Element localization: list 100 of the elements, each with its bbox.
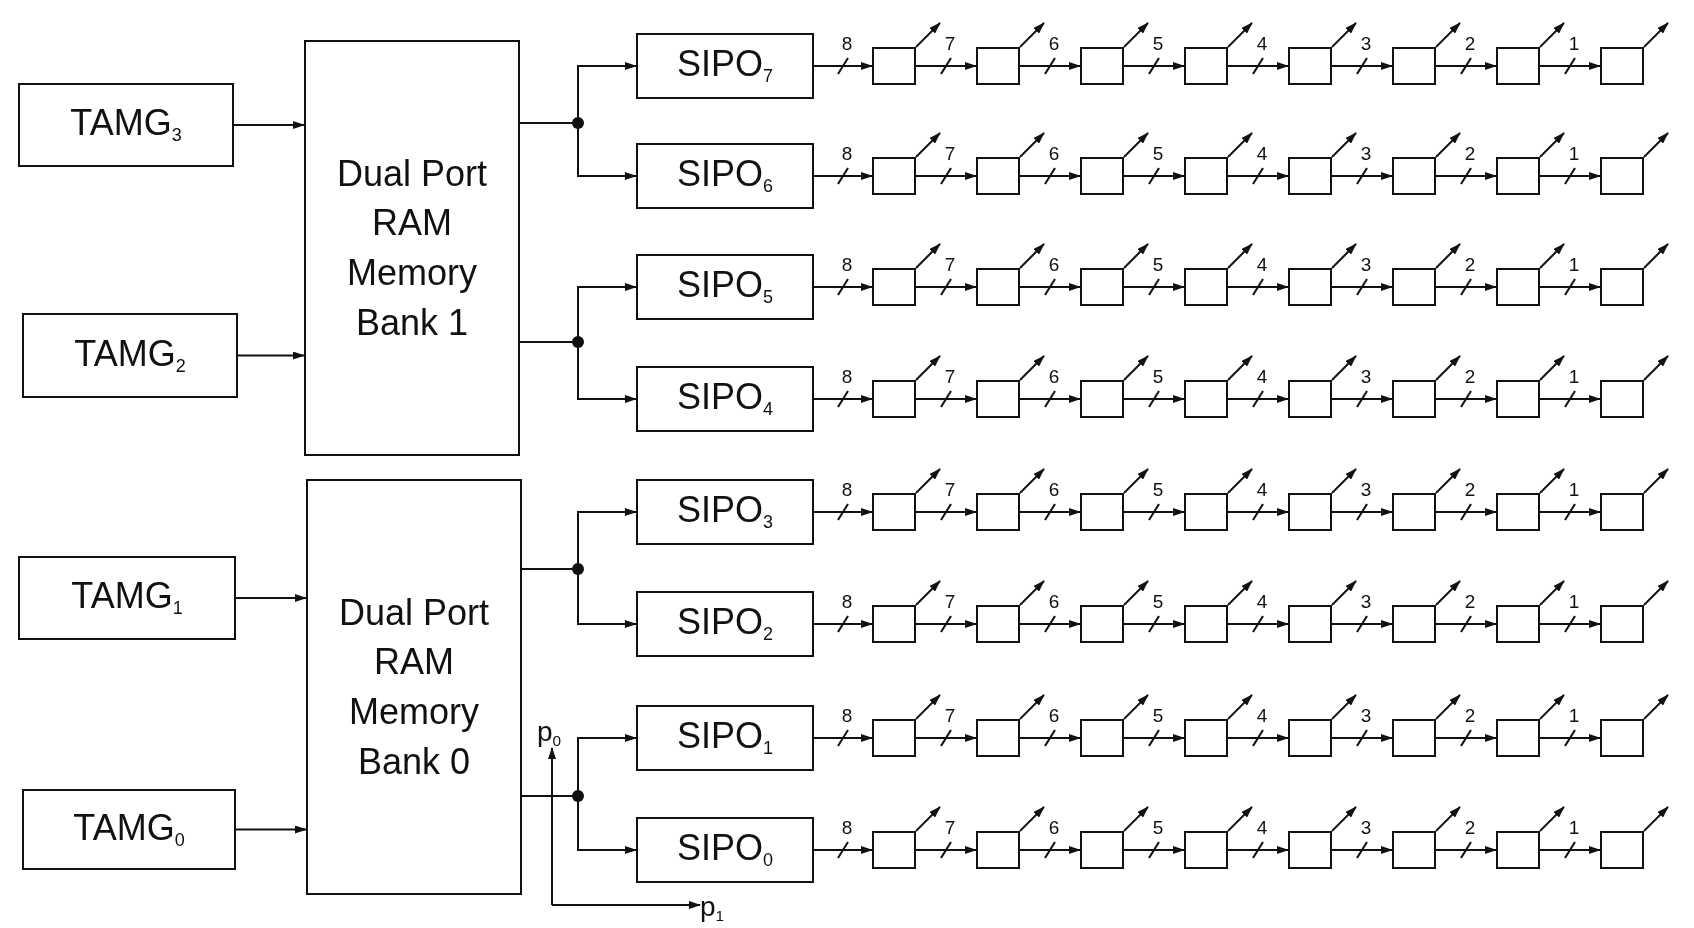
arrow [1227, 395, 1289, 403]
arrow [1539, 734, 1601, 742]
register-cell [976, 380, 1020, 418]
arrow [1539, 395, 1601, 403]
edge-label: 7 [943, 592, 957, 611]
output-arrow [1123, 22, 1149, 48]
arrow [1123, 172, 1185, 180]
edge-label: 4 [1255, 818, 1269, 837]
output-arrow [915, 355, 941, 381]
shift-register-box [636, 143, 814, 209]
arrow [1019, 620, 1081, 628]
output-arrow [1331, 580, 1357, 606]
edge-label: 5 [1151, 818, 1165, 837]
generator-box [18, 556, 236, 640]
register-cell [1392, 493, 1436, 531]
arrow [1227, 62, 1289, 70]
arrow [813, 395, 873, 403]
edge-label: 3 [1359, 255, 1373, 274]
edge-label: 5 [1151, 706, 1165, 725]
output-arrow [1435, 243, 1461, 269]
output-arrow [1331, 243, 1357, 269]
edge-label: 8 [840, 706, 854, 725]
shift-register-box [636, 479, 814, 545]
box-label: SIPO$_{3}$ [675, 492, 774, 532]
edge-label: 5 [1151, 480, 1165, 499]
arrow [915, 395, 977, 403]
box-label: TAMG$_{2}$ [73, 335, 187, 376]
output-arrow [1331, 132, 1357, 158]
register-cell [1080, 831, 1124, 869]
output-arrow [1123, 355, 1149, 381]
output-arrow [1539, 468, 1565, 494]
arrow [1539, 172, 1601, 180]
arrow [1331, 395, 1393, 403]
output-arrow [1123, 132, 1149, 158]
register-cell [1600, 47, 1644, 85]
edge-label: 4 [1255, 367, 1269, 386]
edge-label: 1 [1567, 818, 1581, 837]
edge-label: 2 [1463, 818, 1477, 837]
shift-register-box [636, 33, 814, 99]
edge-label: 5 [1151, 144, 1165, 163]
edge-label: 2 [1463, 34, 1477, 53]
edge-label: 5 [1151, 34, 1165, 53]
output-arrow [1019, 132, 1045, 158]
edge-label: 2 [1463, 706, 1477, 725]
edge-label: 6 [1047, 818, 1061, 837]
register-cell [1080, 47, 1124, 85]
arrow [1019, 395, 1081, 403]
register-cell [1288, 47, 1332, 85]
output-arrow [1227, 468, 1253, 494]
box-label: TAMG$_{3}$ [69, 105, 183, 145]
edge-label: 7 [943, 255, 957, 274]
shift-register-box [636, 591, 814, 657]
edge-label: 5 [1151, 592, 1165, 611]
arrow [235, 594, 307, 602]
edge-label: 2 [1463, 592, 1477, 611]
register-cell [1392, 719, 1436, 757]
register-cell [1184, 605, 1228, 643]
edge-label: 8 [840, 255, 854, 274]
edge-label: 3 [1359, 367, 1373, 386]
output-arrow [1019, 22, 1045, 48]
edge-label: 6 [1047, 706, 1061, 725]
box-label: TAMG$_{0}$ [72, 809, 186, 850]
edge-label: 4 [1255, 34, 1269, 53]
arrow [1227, 846, 1289, 854]
arrow [1539, 62, 1601, 70]
edge-label: 7 [943, 367, 957, 386]
register-cell [1080, 268, 1124, 306]
memory-bank-box [304, 40, 520, 456]
arrow [813, 508, 873, 516]
box-label: Dual Port RAM Memory Bank 1 [335, 151, 489, 345]
arrow [233, 121, 305, 129]
output-arrow [1019, 580, 1045, 606]
arrow [1019, 846, 1081, 854]
edge-label: 4 [1255, 144, 1269, 163]
register-cell [1184, 157, 1228, 195]
register-cell [872, 268, 916, 306]
output-arrow [1331, 694, 1357, 720]
arrow [1435, 846, 1497, 854]
register-cell [1600, 380, 1644, 418]
output-arrow [1435, 22, 1461, 48]
arrow [1539, 846, 1601, 854]
output-arrow [1019, 468, 1045, 494]
edge-label: 3 [1359, 592, 1373, 611]
edge-label: 7 [943, 34, 957, 53]
port-label: p$_{0}$ [537, 718, 562, 749]
edge-label: 1 [1567, 706, 1581, 725]
arrow [915, 846, 977, 854]
arrow [1227, 172, 1289, 180]
output-arrow [1539, 355, 1565, 381]
output-arrow [1123, 468, 1149, 494]
register-cell [1496, 157, 1540, 195]
edge-label: 6 [1047, 592, 1061, 611]
output-arrow [1123, 806, 1149, 832]
register-cell [872, 157, 916, 195]
register-cell [976, 493, 1020, 531]
box-label: Dual Port RAM Memory Bank 0 [337, 590, 491, 784]
register-cell [1184, 380, 1228, 418]
arrow [915, 62, 977, 70]
output-arrow [1435, 468, 1461, 494]
register-cell [1080, 719, 1124, 757]
